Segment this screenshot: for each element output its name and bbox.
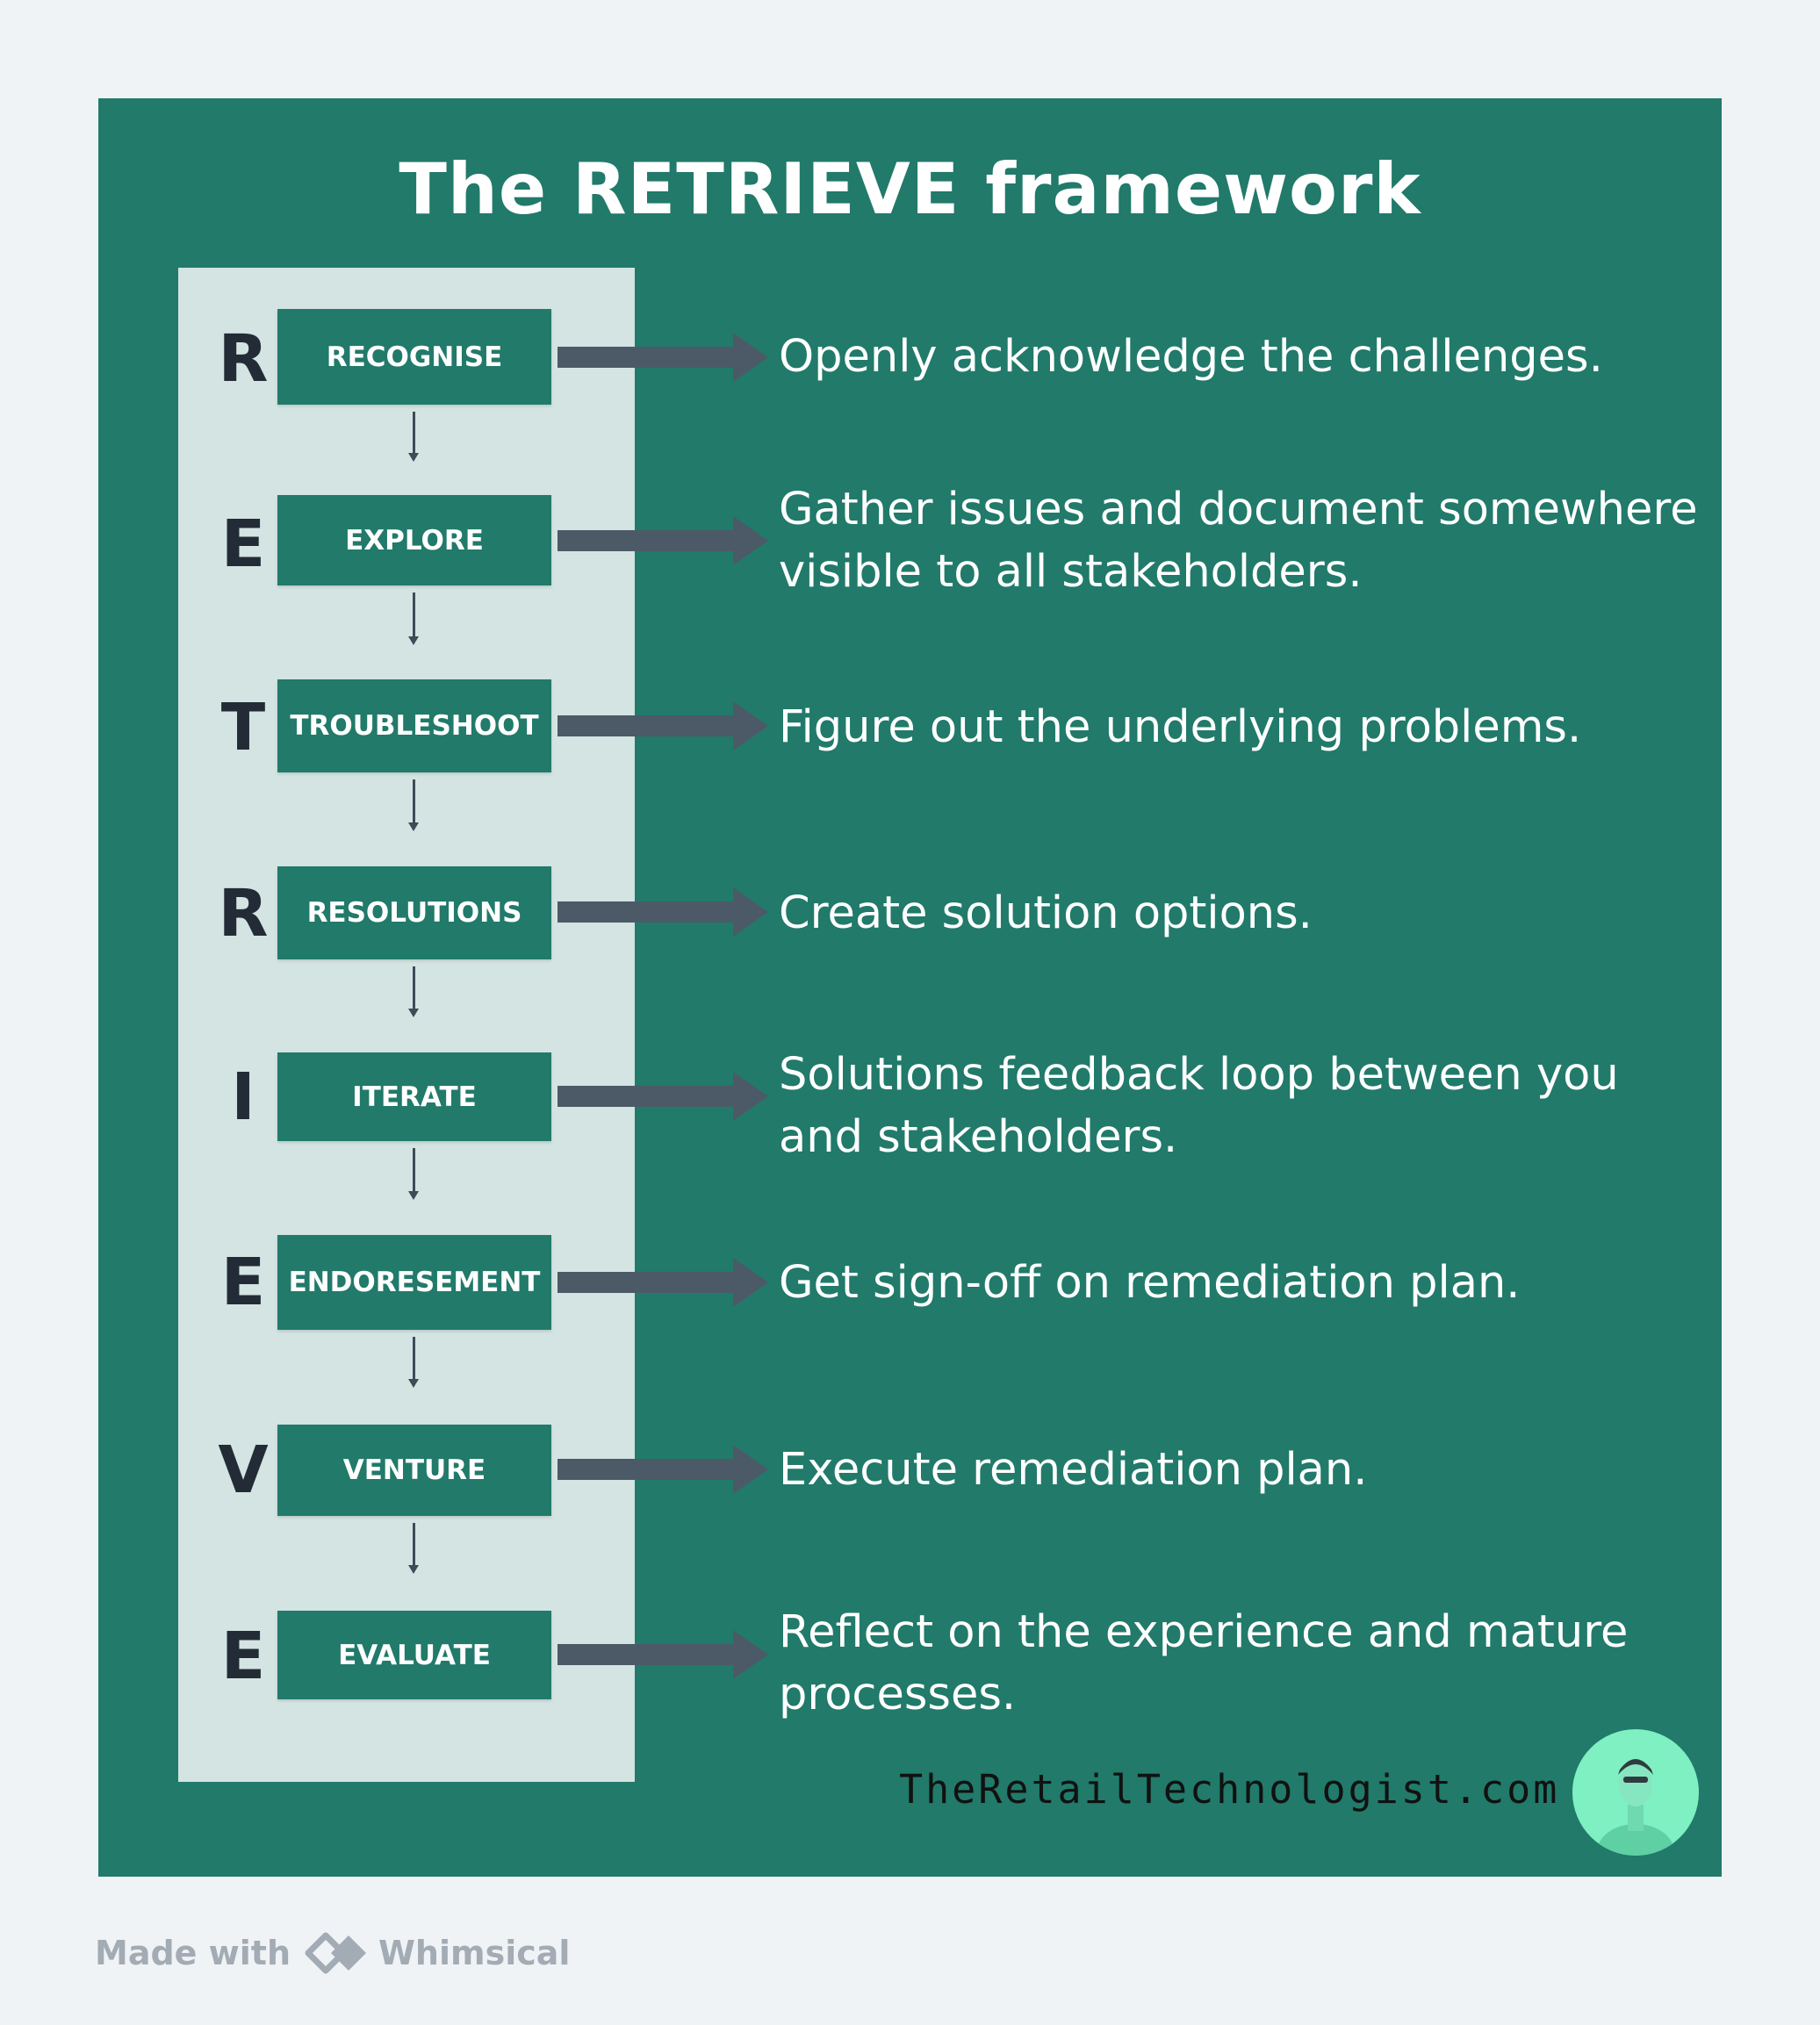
step-description: Reflect on the experience and mature pro…	[779, 1606, 1629, 1720]
step-letter: E	[220, 1245, 266, 1320]
step-box-endoresement: ENDORESEMENT	[277, 1235, 551, 1330]
step-box-troubleshoot: TROUBLESHOOT	[277, 679, 551, 772]
step-box-recognise: RECOGNISE	[277, 309, 551, 405]
page-title: The RETRIEVE framework	[399, 148, 1421, 230]
right-arrow-icon	[558, 333, 768, 382]
flow-connector	[413, 412, 415, 456]
flow-connector	[413, 592, 415, 639]
step-description: Execute remediation plan.	[779, 1444, 1368, 1496]
framework-board: The RETRIEVE framework R RECOGNISE Openl…	[98, 98, 1722, 1877]
step-letter: E	[220, 506, 266, 582]
flow-connector	[413, 779, 415, 825]
flow-connector	[413, 1337, 415, 1382]
step-letter: T	[220, 690, 266, 765]
down-arrow-icon	[408, 1009, 419, 1017]
step-box-evaluate: EVALUATE	[277, 1611, 551, 1699]
step-letter: V	[218, 1433, 269, 1508]
step-letter: R	[218, 876, 269, 951]
flow-connector	[413, 966, 415, 1011]
made-with-whimsical[interactable]: Made with Whimsical	[95, 1927, 570, 1979]
website-link[interactable]: TheRetailTechnologist.com	[899, 1766, 1560, 1813]
right-arrow-icon	[558, 887, 768, 937]
step-box-resolutions: RESOLUTIONS	[277, 866, 551, 959]
down-arrow-icon	[408, 1379, 419, 1388]
step-description: Figure out the underlying problems.	[779, 701, 1582, 753]
whimsical-logo-icon	[305, 1932, 367, 1974]
person-avatar-icon	[1572, 1729, 1699, 1856]
step-description: Create solution options.	[779, 887, 1313, 939]
step-description: Openly acknowledge the challenges.	[779, 331, 1603, 383]
down-arrow-icon	[408, 636, 419, 645]
down-arrow-icon	[408, 1191, 419, 1200]
flow-connector	[413, 1148, 415, 1194]
down-arrow-icon	[408, 1565, 419, 1574]
step-letter: I	[231, 1059, 255, 1135]
step-box-iterate: ITERATE	[277, 1052, 551, 1141]
made-with-label: Made with	[95, 1934, 291, 1972]
right-arrow-icon	[558, 1258, 768, 1307]
right-arrow-icon	[558, 701, 768, 750]
step-description: Get sign-off on remediation plan.	[779, 1257, 1521, 1309]
step-box-venture: VENTURE	[277, 1425, 551, 1516]
right-arrow-icon	[558, 1445, 768, 1494]
down-arrow-icon	[408, 822, 419, 831]
right-arrow-icon	[558, 1072, 768, 1121]
step-box-explore: EXPLORE	[277, 495, 551, 585]
step-description: Solutions feedback loop between you and …	[779, 1049, 1619, 1163]
flow-connector	[413, 1523, 415, 1568]
step-letter: E	[220, 1619, 266, 1694]
whimsical-brand: Whimsical	[378, 1934, 571, 1972]
right-arrow-icon	[558, 1630, 768, 1679]
right-arrow-icon	[558, 516, 768, 565]
step-description: Gather issues and document somewhere vis…	[779, 484, 1698, 598]
step-letter: R	[218, 321, 269, 397]
down-arrow-icon	[408, 453, 419, 462]
